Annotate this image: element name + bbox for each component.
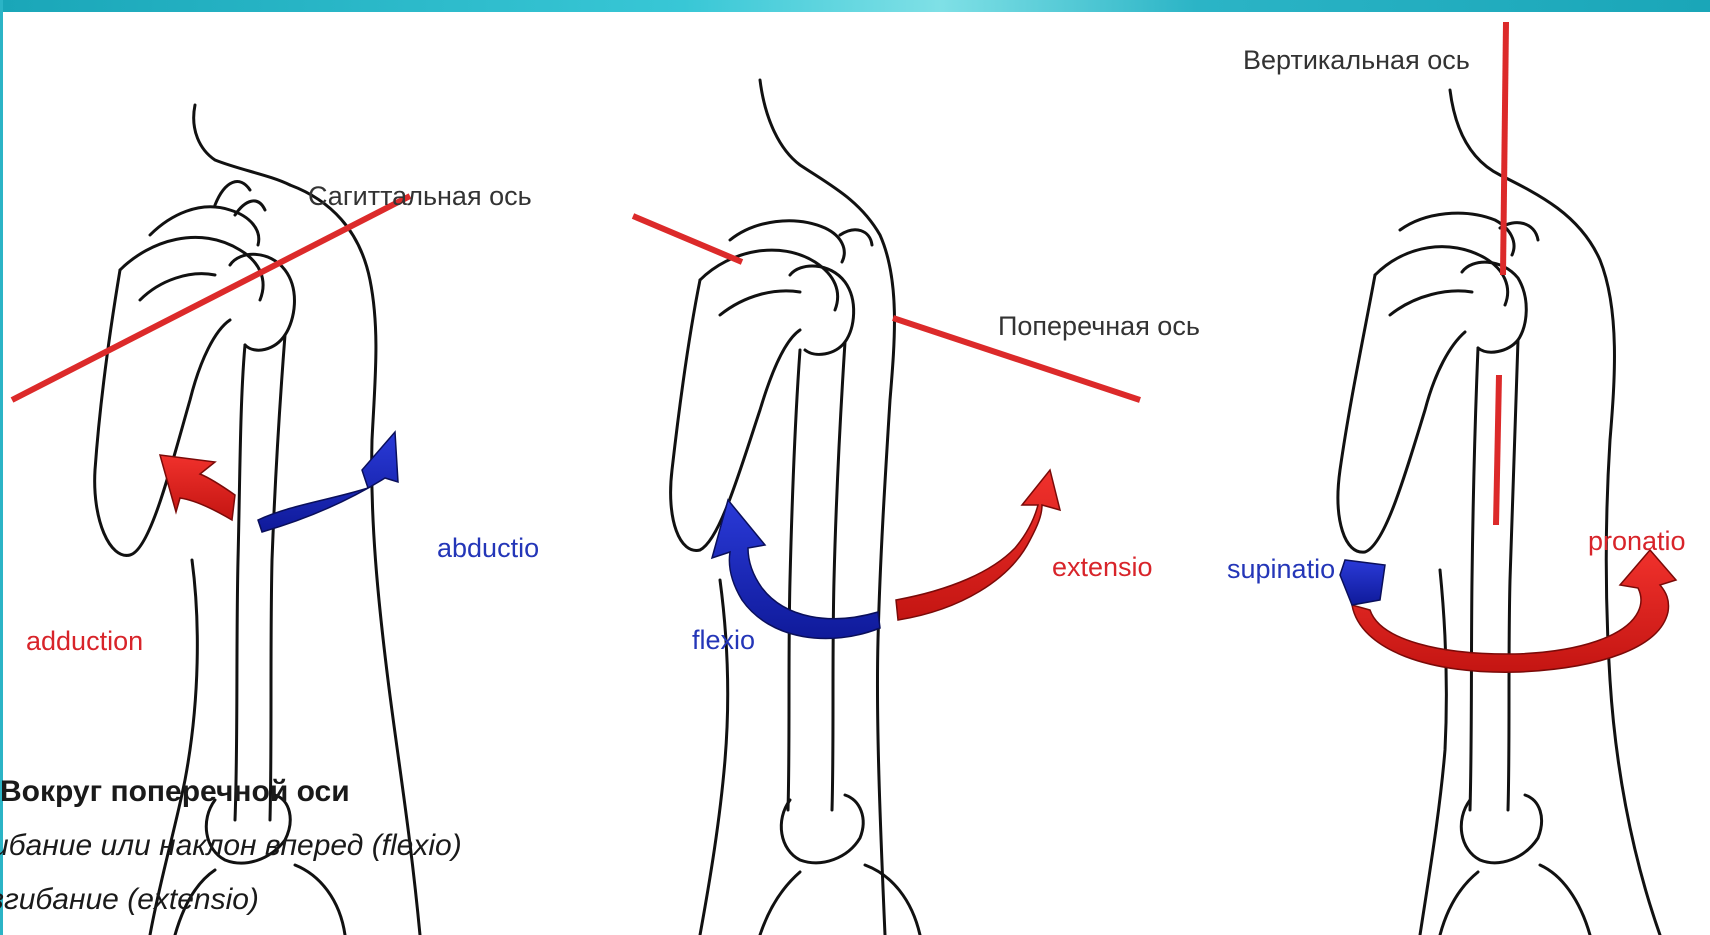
extensio-arrow-icon: [896, 470, 1060, 620]
vertical-axis-line-bottom: [1496, 375, 1499, 525]
pronatio-label: pronatio: [1588, 528, 1686, 555]
shoulder-illustration-transverse: [671, 80, 920, 935]
abductio-arrow-icon: [258, 432, 398, 532]
transverse-axis-line-left: [633, 216, 742, 262]
flexio-label: flexio: [692, 627, 755, 654]
caption-heading: Вокруг поперечной оси: [0, 775, 350, 809]
pronatio-circular-arrow-icon: [1352, 550, 1676, 672]
adduction-arrow-icon: [160, 455, 235, 520]
caption-line-flexio: ибание или наклон вперед (flexio): [0, 829, 462, 863]
extensio-label: extensio: [1052, 554, 1153, 581]
supinatio-arrow-icon: [1340, 560, 1385, 605]
sagittal-axis-label: Сагиттальная ось: [308, 183, 532, 210]
caption-line-extensio: згибание (extensio): [0, 883, 259, 917]
abductio-label: abductio: [437, 535, 539, 562]
transverse-axis-label: Поперечная ось: [998, 313, 1200, 340]
supinatio-label: supinatio: [1227, 556, 1335, 583]
vertical-axis-line-top: [1503, 22, 1506, 275]
flexio-arrow-icon: [712, 500, 880, 639]
vertical-axis-label: Вертикальная ось: [1243, 47, 1470, 74]
sagittal-axis-line: [12, 196, 410, 400]
adduction-label: adduction: [26, 628, 143, 655]
